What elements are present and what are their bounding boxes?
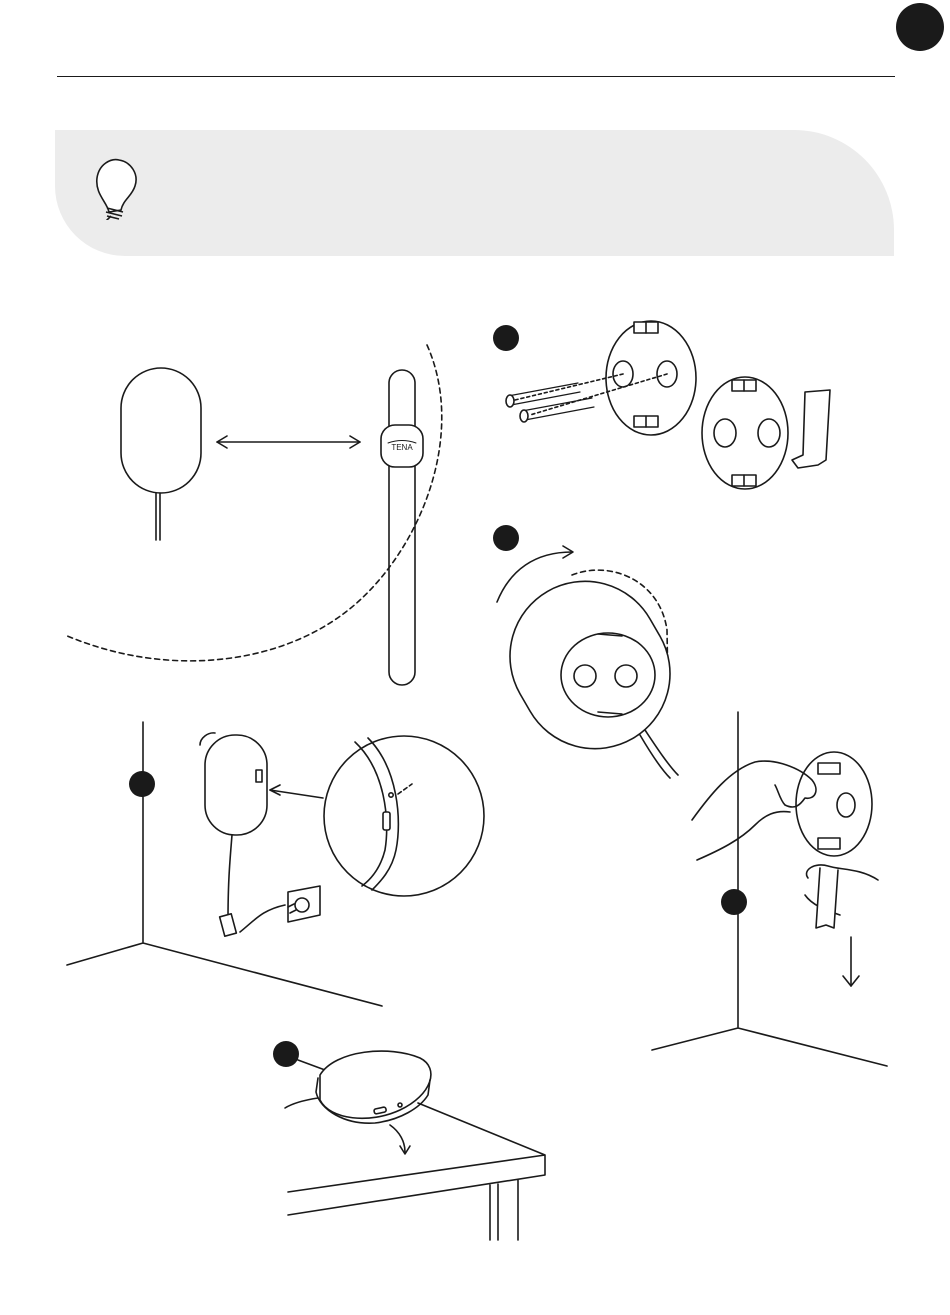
tena-logo: TENA [391,443,413,452]
bed-sensor-strip: TENA [381,370,423,685]
base-station-side [200,733,285,936]
down-arrow-icon [843,937,859,986]
zoom-detail-circle [270,736,484,896]
double-arrow-icon [217,436,360,448]
hand-pulling-tape [805,865,878,928]
step-marker-3 [129,771,155,797]
step-marker-1 [493,325,519,351]
base-station-on-table [285,1051,431,1154]
step-marker-5 [273,1041,325,1070]
wall-mount-plate-screws [515,321,696,435]
step-marker-4 [721,889,747,915]
table [288,1103,545,1240]
mount-plate-on-wall [796,752,872,856]
base-station-back-mount [483,554,698,778]
wall-mount-plate-adhesive [702,377,788,489]
screw-icon [506,383,594,422]
adhesive-tape [792,390,830,468]
range-circle [65,345,442,661]
wall-socket-icon [288,886,320,922]
step-marker-2 [493,525,519,551]
base-station-front [121,368,201,540]
